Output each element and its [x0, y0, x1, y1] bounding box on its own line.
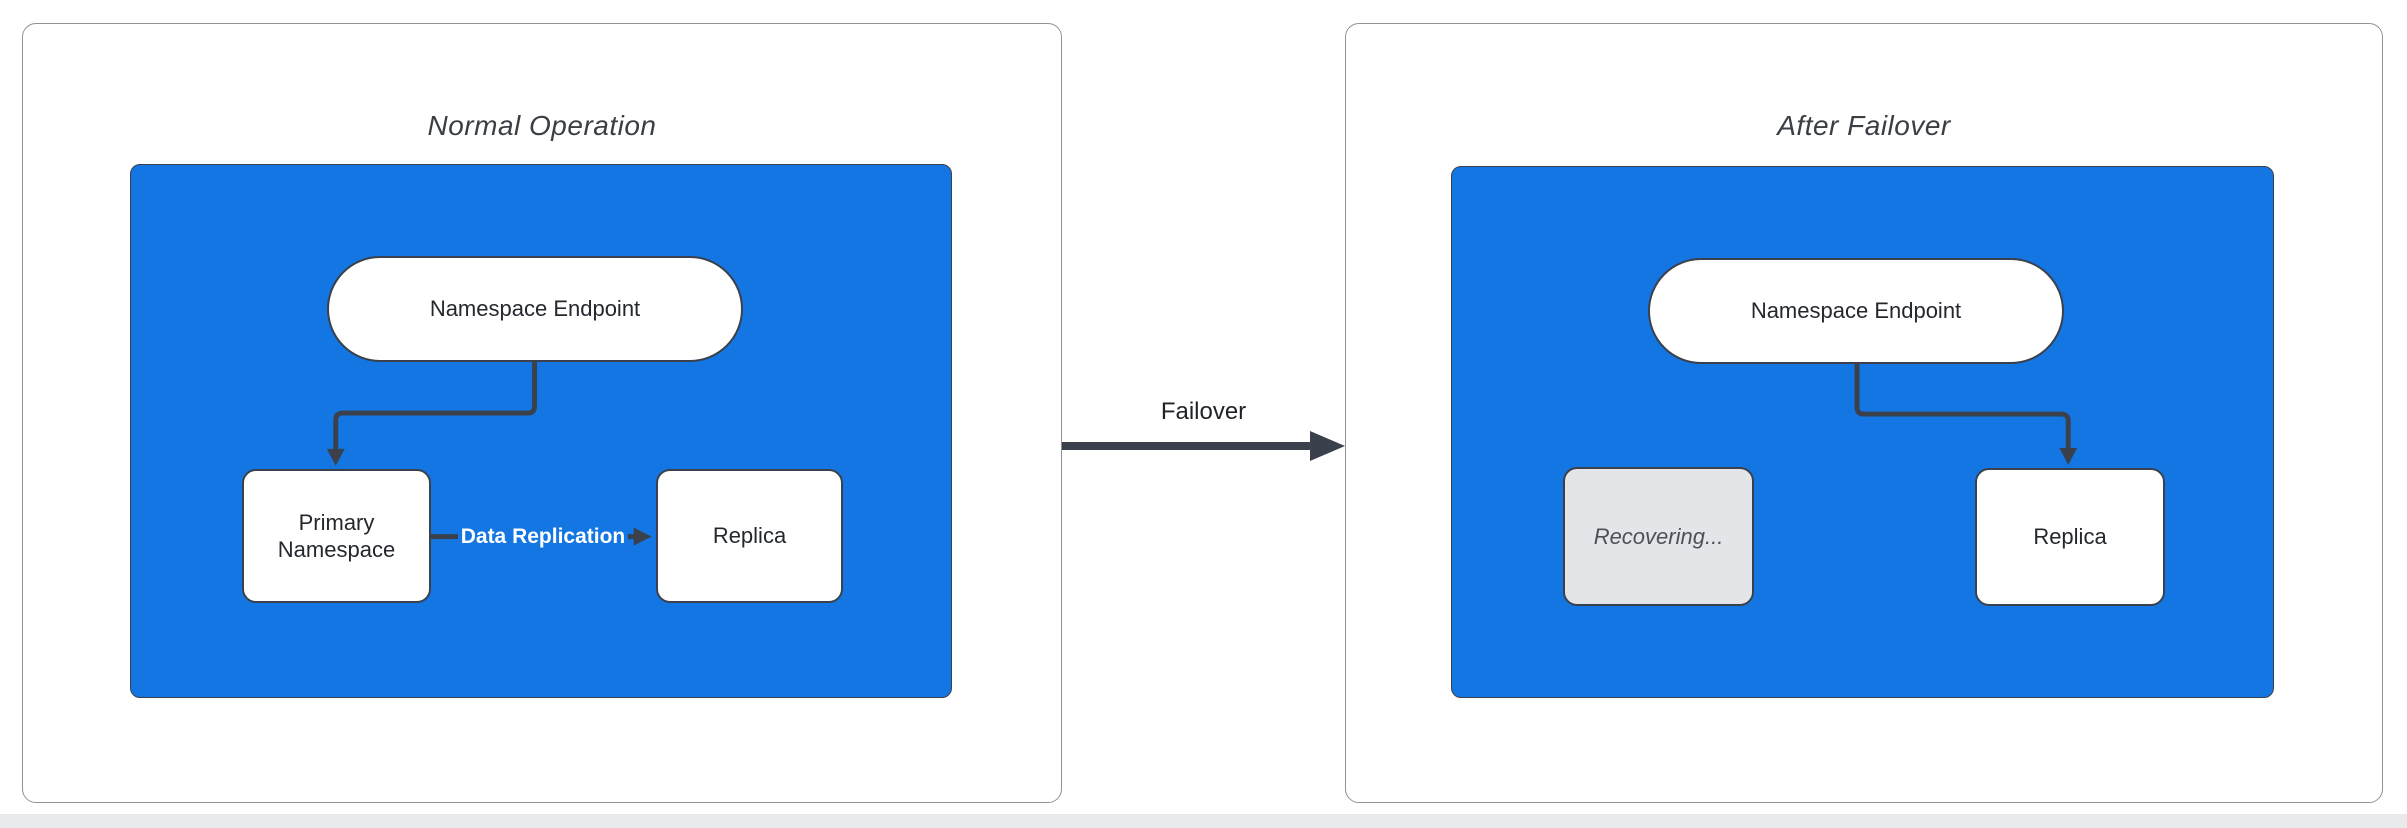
node-namespace-endpoint: Namespace Endpoint [1648, 258, 2064, 364]
node-label: Namespace Endpoint [1750, 298, 1962, 324]
arrowhead-endpoint-to-primary [326, 448, 345, 466]
cluster-after-failover: Namespace Endpoint Recovering... Replica [1451, 166, 2274, 698]
failover-label: Failover [1160, 398, 1247, 425]
node-recovering: Recovering... [1563, 467, 1754, 606]
node-label: Replica [712, 523, 787, 549]
edge-label-data-replication: Data Replication [431, 525, 655, 549]
failover-transition: Failover [1062, 398, 1345, 498]
node-label: Replica [2033, 524, 2107, 550]
node-label: Primary Namespace [277, 509, 396, 563]
horizontal-scrollbar[interactable] [0, 814, 2407, 828]
connector-edges-left [326, 358, 652, 546]
node-replica: Replica [1975, 468, 2165, 606]
node-label: Recovering... [1593, 523, 1724, 549]
panel-title-normal-operation: Normal Operation [427, 110, 657, 141]
panel-title-after-failover: After Failover [1777, 110, 1951, 141]
failover-arrowhead [1310, 431, 1345, 461]
node-replica: Replica [656, 469, 843, 603]
panel-after-failover: After Failover Namespace Endpoint Recove… [1345, 23, 2383, 803]
connector-edges-right [1854, 360, 2078, 465]
node-namespace-endpoint: Namespace Endpoint [327, 256, 743, 362]
cluster-normal-operation: Namespace Endpoint Primary Namespace Rep… [130, 164, 952, 698]
node-label: Namespace Endpoint [429, 296, 641, 322]
node-primary-namespace: Primary Namespace [242, 469, 431, 603]
arrowhead-endpoint-to-replica [2059, 447, 2078, 465]
failover-arrow [1062, 431, 1345, 461]
panel-normal-operation: Normal Operation Namespace Endpoint Prim… [22, 23, 1062, 803]
